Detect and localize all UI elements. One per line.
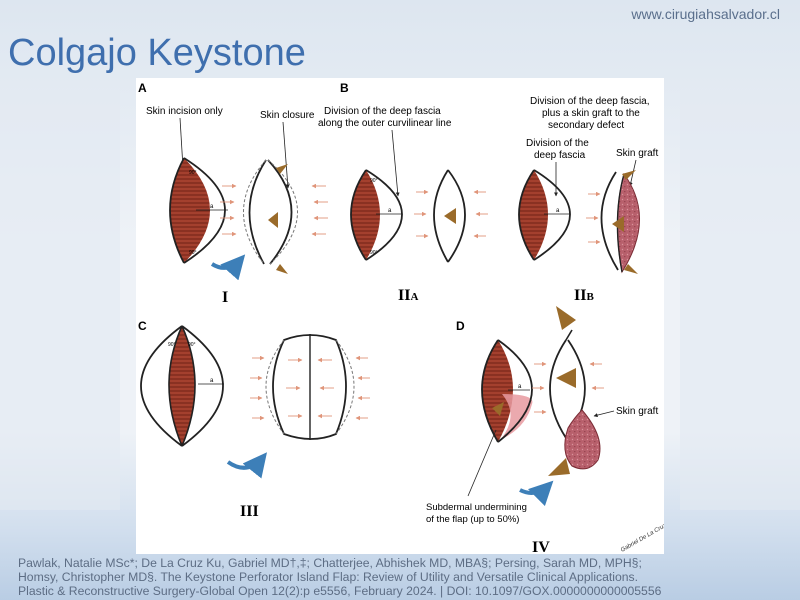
panel-b-outer-arc <box>365 169 403 261</box>
panel-a-label-closure: Skin closure <box>260 110 315 121</box>
panel-d-push-arrow-bottom <box>548 458 570 476</box>
panel-d-closure-left <box>549 339 567 439</box>
panel-a-push-arrow-bottom <box>276 264 288 274</box>
panel-c-defect <box>169 326 195 446</box>
panel-d-graft-label: Skin graft <box>616 406 658 417</box>
panel-d-outer-arc <box>497 339 533 443</box>
panel-c-angle-left: 90° <box>168 342 176 348</box>
panel-d-dim-a: a <box>518 384 522 390</box>
panel-b-inner-arc <box>350 169 367 261</box>
panel-d-numeral: IV <box>532 539 550 554</box>
panel-b-defect <box>351 170 380 260</box>
panel-b2-push-arrow-bottom <box>624 264 638 274</box>
panel-b-closure-left <box>433 169 449 263</box>
panel-a-defect <box>170 158 210 263</box>
panel-c-letter: C <box>138 319 147 333</box>
panel-a-tension-arrows <box>220 183 328 237</box>
keystone-diagram-panel: A Skin incision only Skin closure a 90° … <box>136 78 676 556</box>
panel-d-closure-right <box>567 339 586 415</box>
site-url: www.cirugiahsalvador.cl <box>631 6 780 22</box>
panel-d-inner-arc <box>481 339 499 443</box>
panel-a-closure-left <box>248 159 267 265</box>
panel-b2-dim-a: a <box>556 208 560 214</box>
panel-a-angle-top: 90° <box>189 170 197 176</box>
citation: Pawlak, Natalie MSc*; De La Cruz Ku, Gab… <box>18 556 788 598</box>
panel-d-undermined-area <box>500 394 533 440</box>
panel-c-inner-arc-right <box>181 325 196 447</box>
panel-d-blue-arrow <box>519 480 554 507</box>
slide-title: Colgajo Keystone <box>8 32 306 74</box>
panel-c-inner-arc-left <box>168 325 183 447</box>
panel-b-label-line2: along the outer curvilinear line <box>318 118 452 129</box>
panel-c-blue-arrow <box>226 452 268 479</box>
panel-c-numeral: III <box>240 503 259 520</box>
panel-a-closure-right <box>267 159 293 265</box>
panel-a-letter: A <box>138 81 147 95</box>
panel-b2-div-line1: Division of the <box>526 138 589 149</box>
panel-b-tension-arrows <box>414 189 488 239</box>
panel-b2-tension-arrows <box>586 191 601 245</box>
author-signature: Gabriel De La Cruz Ku <box>620 518 664 554</box>
panel-a-angle-bottom: 90° <box>189 250 197 256</box>
panel-d-closure-tip <box>565 329 573 341</box>
panel-a-dashed-left <box>243 159 267 265</box>
panel-d-push-arrow-top <box>556 306 576 330</box>
panel-b2-defect <box>519 170 548 260</box>
panel-d-defect <box>482 340 513 442</box>
panel-b2-top-line2: plus a skin graft to the <box>542 108 640 119</box>
panel-b2-top-line1: Division of the deep fascia, <box>530 96 650 107</box>
citation-line-2: Homsy, Christopher MD§. The Keystone Per… <box>18 570 639 584</box>
panel-c-dim-a: a <box>210 378 214 384</box>
panel-c-tension-arrows <box>250 355 370 421</box>
panel-d-graft-pointer <box>593 410 615 418</box>
panel-a-push-arrow-top <box>276 164 288 174</box>
panel-d-flap-arrow <box>492 402 504 416</box>
panel-b-label-line1: Division of the deep fascia <box>324 106 441 117</box>
panel-a-closure-pointer <box>282 121 290 189</box>
keystone-diagram: A Skin incision only Skin closure a 90° … <box>138 81 676 556</box>
panel-d-undermining-line2: of the flap (up to 50%) <box>426 514 519 525</box>
panel-d-skin-graft <box>564 409 601 470</box>
panel-a-push-arrow-mid <box>268 212 278 228</box>
panel-b-angle-top: 90° <box>370 178 378 184</box>
panel-b-letter: B <box>340 81 349 95</box>
panel-d-letter: D <box>456 319 465 333</box>
panel-b-numeral: IIA <box>398 287 418 304</box>
panel-c-dashed-right <box>335 339 355 435</box>
panel-c-outer-arc-right <box>181 325 224 447</box>
panel-a-inner-arc <box>169 157 185 264</box>
background-building-right <box>680 90 800 510</box>
panel-a-dim-a: a <box>210 204 214 210</box>
panel-c-closure-outline <box>272 334 347 440</box>
panel-d-undermining-pointer <box>467 429 497 497</box>
citation-line-3: Plastic & Reconstructive Surgery-Global … <box>18 584 662 598</box>
background-building-left <box>0 90 120 510</box>
panel-b-angle-bottom: 90° <box>370 250 378 256</box>
panel-a-numeral: I <box>222 289 228 306</box>
panel-b2-numeral: IIB <box>574 287 594 304</box>
panel-a-label-incision: Skin incision only <box>146 106 223 117</box>
panel-b2-push-arrow-top <box>622 170 636 180</box>
panel-d-undermining-line1: Subdermal undermining <box>426 502 527 513</box>
panel-b-dim-a: a <box>388 208 392 214</box>
panel-d-tension-arrows <box>532 361 604 415</box>
panel-b2-top-line3: secondary defect <box>548 120 624 131</box>
panel-b2-closure-left <box>600 171 619 271</box>
panel-b-push-arrow <box>444 208 456 224</box>
panel-a-blue-arrow <box>210 254 246 281</box>
panel-a-dashed-right <box>267 159 298 265</box>
panel-b2-inner-arc <box>518 169 535 261</box>
panel-b2-push-arrow-mid <box>612 216 624 232</box>
panel-b-pointer <box>391 129 400 197</box>
panel-d-push-arrow-mid <box>556 368 576 388</box>
panel-b-closure-right <box>447 169 466 263</box>
panel-c-angle-right: 90° <box>188 342 196 348</box>
panel-b2-graft-label: Skin graft <box>616 148 658 159</box>
panel-b2-outer-arc <box>533 169 571 261</box>
citation-line-1: Pawlak, Natalie MSc*; De La Cruz Ku, Gab… <box>18 556 642 570</box>
panel-b2-div-line2: deep fascia <box>534 150 586 161</box>
panel-c-dashed-left <box>265 339 285 435</box>
panel-c-outer-arc-left <box>140 325 183 447</box>
